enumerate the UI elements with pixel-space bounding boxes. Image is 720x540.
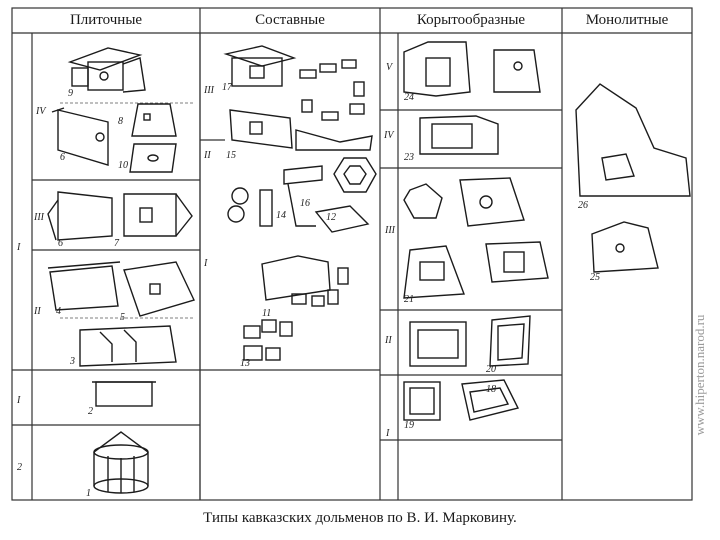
dolmen-sketch — [96, 382, 152, 406]
fig-number: 17 — [222, 82, 232, 93]
dolmen-sketch — [230, 110, 292, 148]
fig-number: 11 — [262, 308, 271, 319]
fig-number: 10 — [118, 160, 128, 171]
fig-number: 21 — [404, 294, 414, 305]
dolmen-sketch — [80, 326, 176, 366]
dolmen-sketch — [486, 242, 548, 282]
fig-number: 15 — [226, 150, 236, 161]
fig-number: 13 — [240, 358, 250, 369]
dolmen-plan — [300, 60, 364, 120]
fig-number: 6 — [58, 238, 63, 249]
fig-number: 1 — [86, 488, 91, 499]
fig-number: 3 — [70, 356, 75, 367]
slab-sketch — [132, 104, 176, 136]
dolmen-sketch — [284, 166, 322, 184]
dolmen-sketch — [404, 42, 470, 96]
dolmen-sketch — [494, 50, 540, 92]
monolith-sketch — [592, 222, 658, 272]
dolmen-sketch — [226, 46, 294, 66]
fig-number: 5 — [120, 312, 125, 323]
fig-number: 24 — [404, 92, 414, 103]
fig-number: 4 — [56, 306, 61, 317]
fig-number: 19 — [404, 420, 414, 431]
fig-number: 6 — [60, 152, 65, 163]
port-hole — [148, 155, 158, 161]
dolmen-plan — [404, 184, 442, 218]
fig-number: 18 — [486, 384, 496, 395]
dolmen-sketch — [70, 48, 145, 92]
fig-number: 2 — [88, 406, 93, 417]
slab-sketch — [130, 144, 176, 172]
watermark-text: www.hiperton.narod.ru — [692, 315, 708, 436]
wall-sketch — [260, 190, 272, 226]
fig-number: 23 — [404, 152, 414, 163]
fig-number: 12 — [326, 212, 336, 223]
dolmen-sketch — [316, 206, 368, 232]
dolmen-sketch — [404, 246, 464, 298]
fig-number: 25 — [590, 272, 600, 283]
dolmen-sketch — [124, 194, 176, 236]
port-hole — [144, 114, 150, 120]
dolmen-sketch — [124, 262, 194, 316]
fig-number: 8 — [118, 116, 123, 127]
fig-number: 14 — [276, 210, 286, 221]
stone-plan — [232, 188, 248, 204]
fig-number: 26 — [578, 200, 588, 211]
dolmen-sketch — [58, 192, 112, 240]
round-dolmen-sketch — [94, 432, 148, 493]
hex-plan — [334, 158, 376, 192]
monolith-sketch — [576, 84, 690, 196]
stone-plan — [244, 326, 260, 338]
figure-caption: Типы кавказских дольменов по В. И. Марко… — [0, 510, 720, 527]
fig-number: 20 — [486, 364, 496, 375]
fig-number: 16 — [300, 198, 310, 209]
fig-number: 7 — [114, 238, 119, 249]
dolmen-sketch — [50, 266, 118, 310]
fig-number: 9 — [68, 88, 73, 99]
